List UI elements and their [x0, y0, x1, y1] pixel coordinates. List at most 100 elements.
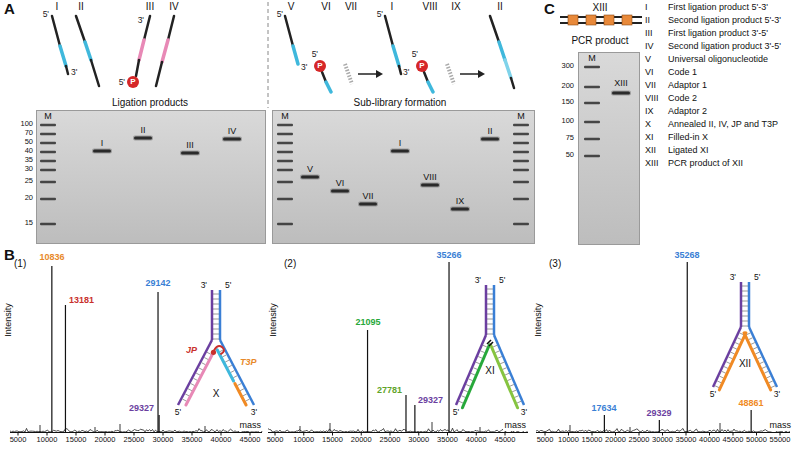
- pcr-duplex: [560, 15, 642, 25]
- pcr-duplex: [604, 15, 614, 25]
- tick-label: 35000: [182, 436, 203, 444]
- sample-band: [93, 150, 111, 153]
- ladder-size: 75: [566, 134, 574, 142]
- dna-strand: [162, 40, 168, 62]
- minor-peak: [630, 427, 631, 432]
- end-label: 5': [43, 10, 49, 19]
- base-pair: [487, 334, 493, 335]
- ladder-band: [40, 181, 56, 183]
- end-label: 3': [403, 68, 409, 77]
- minor-peak: [432, 422, 433, 432]
- base-pair: [760, 362, 764, 364]
- base-pair: [481, 351, 485, 353]
- legend-description: Ligated XI: [668, 146, 709, 156]
- panel-number: (3): [549, 258, 561, 269]
- sample-band: [223, 138, 241, 141]
- structure-label: XII: [739, 358, 751, 369]
- tick-label: 50000: [746, 436, 767, 444]
- duplex-structure: [456, 285, 524, 408]
- base-pair: [487, 329, 493, 330]
- ladder-size: 15: [25, 219, 33, 227]
- section-heading: Ligation products: [112, 97, 188, 108]
- dna-strand: [399, 66, 401, 74]
- strand: [749, 327, 777, 387]
- peak-mass: 17634: [591, 404, 616, 414]
- strand-numeral: VI: [321, 1, 330, 12]
- tick-mark: [709, 432, 710, 436]
- base-pair: [487, 319, 493, 320]
- ladder-band: [277, 124, 293, 126]
- end-label: 3': [475, 276, 481, 285]
- band-halo: [450, 207, 470, 212]
- band-halo: [390, 149, 410, 154]
- base-pair: [213, 339, 219, 340]
- base-pair: [231, 370, 235, 372]
- tick-label: 10000: [558, 436, 579, 444]
- strand: [491, 345, 518, 408]
- dna-strand: [139, 40, 144, 60]
- component-label: JP: [186, 346, 197, 356]
- mass-peak: [448, 262, 449, 432]
- band-halo: [180, 151, 200, 156]
- strand-numeral: II: [78, 1, 84, 12]
- tick-mark: [476, 432, 477, 436]
- sample-band: [134, 137, 152, 140]
- legend-numeral: VIII: [645, 94, 659, 104]
- base-pair: [719, 376, 723, 378]
- base-pair: [493, 345, 497, 347]
- minor-peak: [40, 425, 41, 432]
- legend-numeral: XI: [645, 133, 654, 143]
- strand: [178, 340, 212, 405]
- strand-numeral: I: [56, 1, 59, 12]
- component-label: T3P: [240, 358, 257, 368]
- tick-mark: [568, 432, 569, 436]
- band-halo: [92, 149, 112, 154]
- end-label: 5': [754, 273, 760, 282]
- panel-letter: A: [4, 1, 15, 18]
- base-pair: [502, 368, 506, 370]
- phosphate-dot: [211, 350, 216, 355]
- end-label: 3': [71, 68, 77, 77]
- base-pair: [517, 401, 521, 403]
- base-pair: [478, 356, 482, 358]
- sample-band: [331, 190, 349, 193]
- pcr-duplex: [568, 15, 578, 25]
- base-pair: [228, 365, 232, 367]
- base-pair: [213, 294, 219, 295]
- peak-mass: 29142: [145, 279, 170, 289]
- pcr-duplex: [622, 15, 632, 25]
- base-pair: [500, 362, 504, 364]
- legend-numeral: VII: [645, 81, 656, 91]
- ladder-band: [277, 169, 293, 171]
- ladder-band: [277, 223, 293, 225]
- dna-strand: [52, 16, 60, 46]
- ladder-size: 200: [561, 82, 574, 90]
- base-pair: [225, 360, 229, 362]
- lane-label: M: [281, 112, 289, 122]
- end-label: 5': [312, 50, 318, 59]
- base-pair: [461, 396, 465, 398]
- tick-label: 30000: [408, 436, 429, 444]
- minor-peak: [570, 425, 571, 432]
- lane-label: II: [487, 127, 492, 137]
- tick-label: 15000: [322, 436, 343, 444]
- strand: [217, 350, 233, 381]
- nick-mark: [487, 340, 491, 344]
- ladder-size: 150: [561, 98, 574, 106]
- end-label: 5': [225, 281, 231, 290]
- ladder-size: 50: [566, 151, 574, 159]
- mass-peak: [405, 395, 406, 432]
- dna-strand: [326, 82, 331, 92]
- end-label: 5': [453, 408, 459, 417]
- ladder-band: [277, 160, 293, 162]
- base-pair: [487, 314, 493, 315]
- tick-label: 35000: [437, 436, 458, 444]
- tick-label: 35000: [676, 436, 697, 444]
- ladder-band: [513, 198, 529, 200]
- tick-label: 15000: [582, 436, 603, 444]
- ladder-size: 25: [25, 177, 33, 185]
- base-pair: [204, 357, 208, 359]
- dna-strand: [85, 42, 91, 60]
- strand: [740, 282, 743, 327]
- panel-number: (1): [14, 258, 26, 269]
